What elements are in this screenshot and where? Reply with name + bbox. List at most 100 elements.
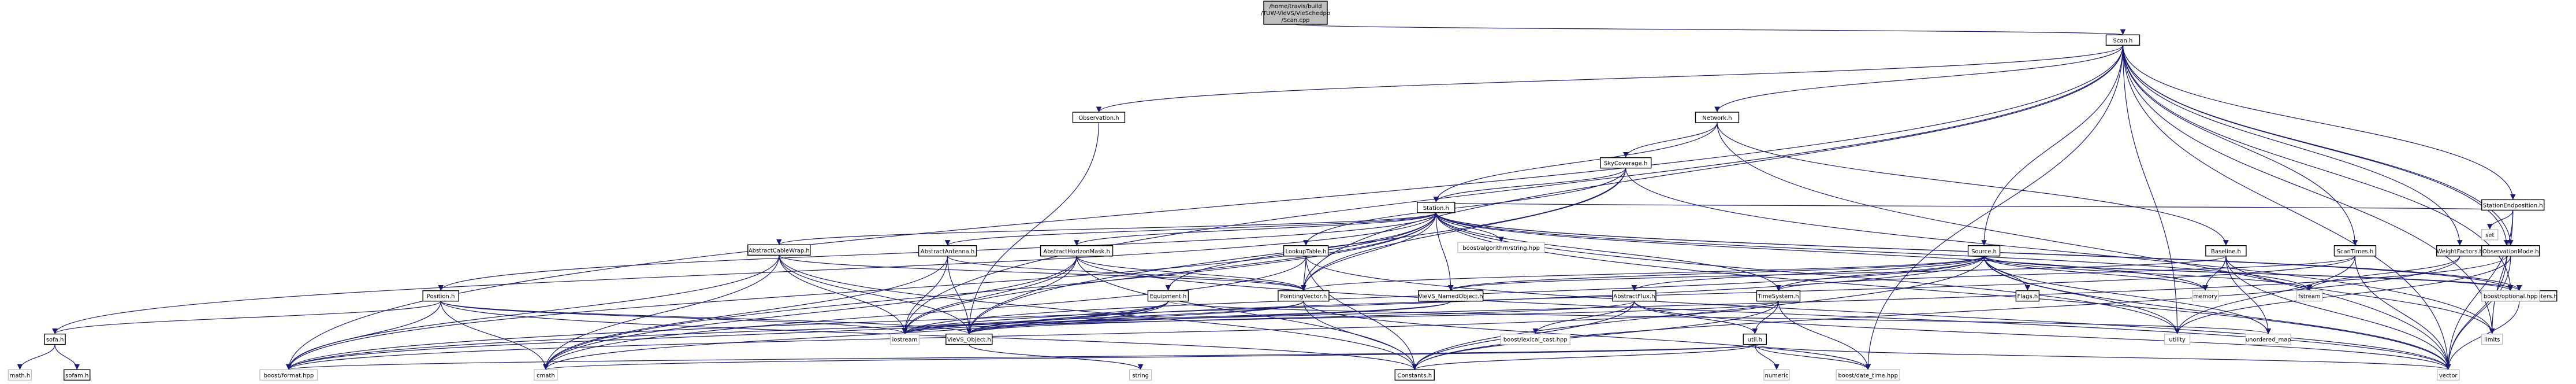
node-box <box>1129 369 1152 381</box>
node-observationmode_h[interactable]: ObservationMode.h <box>2481 245 2540 257</box>
edge-source_h-to-utility <box>1983 256 2180 334</box>
node-abstractflux_h[interactable]: AbstractFlux.h <box>1612 290 1656 302</box>
node-box <box>2333 245 2377 257</box>
node-lookuptable_h[interactable]: LookupTable.h <box>1283 245 1329 257</box>
node-abstractantenna_h[interactable]: AbstractAntenna.h <box>918 245 977 257</box>
node-station_h[interactable]: Station.h <box>1417 202 1455 213</box>
node-label: Source.h <box>1971 249 1997 255</box>
node-box <box>64 369 91 381</box>
edge-source_h-to-abstractflux_h <box>1631 256 1985 291</box>
node-box <box>259 369 318 381</box>
node-baseline_h[interactable]: Baseline.h <box>2205 245 2247 257</box>
edge-util_h-to-cmath <box>544 344 1755 370</box>
node-box <box>1040 245 1114 257</box>
edge-scan_h-to-pointingvector_h <box>1301 45 2124 291</box>
node-boost_algo: boost/algorithm/string.hpp <box>1457 242 1545 253</box>
edge-station_h-to-iostream <box>902 212 1436 334</box>
edge-timesystem_h-to-boost_date_time <box>1778 301 1871 370</box>
node-constants_h[interactable]: Constants.h <box>1394 369 1435 381</box>
node-label: LookupTable.h <box>1285 249 1326 255</box>
node-vievs_namedobject_h[interactable]: VieVS_NamedObject.h <box>1418 290 1484 302</box>
edge-timesystem_h-to-boost_format <box>286 301 1779 370</box>
edge-station_h-to-pointingvector_h <box>1301 212 1436 291</box>
node-box <box>2015 290 2040 302</box>
edge-skycoverage_h-to-limits <box>1625 168 2495 334</box>
node-pointingvector_h[interactable]: PointingVector.h <box>1278 290 1330 302</box>
node-label: Constants.h <box>1397 372 1432 379</box>
edge-abstracthorizonmask_h-to-pointingvector_h <box>1076 256 1306 291</box>
node-label: StationEndposition.h <box>2483 202 2543 209</box>
node-box <box>945 333 993 345</box>
node-label: Baseline.h <box>2211 249 2241 255</box>
node-box <box>1417 202 1455 213</box>
node-vievs_object_h[interactable]: VieVS_Object.h <box>945 333 993 345</box>
node-abstractcablewrap_h[interactable]: AbstractCableWrap.h <box>747 244 811 256</box>
node-skycoverage_h[interactable]: SkyCoverage.h <box>1600 157 1652 169</box>
edge-lookuptable_h-to-vector <box>1305 256 2451 370</box>
node-boost_date_time: boost/date_time.hpp <box>1836 369 1900 381</box>
node-util_h[interactable]: util.h <box>1743 333 1767 345</box>
edge-scan_h-to-stationendposition_h <box>2122 45 2516 200</box>
edge-abstracthorizonmask_h-to-vector <box>1076 256 2451 370</box>
node-math_h: math.h <box>8 369 32 381</box>
edge-vievs_namedobject_h-to-vievs_object_h <box>966 301 1451 335</box>
node-string: string <box>1129 369 1152 381</box>
node-cmath: cmath <box>534 369 558 381</box>
node-box <box>1967 245 2001 257</box>
edge-sofa_h-to-sofam_h <box>54 344 80 370</box>
node-position_h[interactable]: Position.h <box>422 290 459 302</box>
node-scan_h[interactable]: Scan.h <box>2105 34 2141 46</box>
edge-util_h-to-constants_h <box>1412 344 1755 370</box>
edge-position_h-to-boost_format <box>286 301 441 370</box>
node-box <box>2481 229 2499 241</box>
edge-equipment_h-to-cmath <box>543 301 1169 370</box>
node-label: Flags.h <box>2017 294 2038 300</box>
edge-abstractantenna_h-to-vievs_object_h <box>947 256 972 334</box>
node-box <box>2105 34 2141 46</box>
edge-station_h-to-abstractcablewrap_h <box>776 212 1436 245</box>
node-observation_h[interactable]: Observation.h <box>1072 112 1126 123</box>
edge-baseline_h-to-unordered_map <box>2225 256 2272 334</box>
edge-scantimes_h-to-vector <box>2354 256 2451 370</box>
node-sofam_h[interactable]: sofam.h <box>64 369 91 381</box>
edge-abstractflux_h-to-util_h <box>1633 301 1758 334</box>
node-box <box>2245 333 2291 345</box>
node-root[interactable]: /home/travis/build/TUW-VieVS/VieSchedpp/… <box>1261 1 1330 25</box>
edge-root-to-scan_h <box>1295 24 2125 35</box>
edge-pointingvector_h-to-constants_h <box>1303 301 1418 370</box>
node-scantimes_h[interactable]: ScanTimes.h <box>2333 245 2377 257</box>
node-label: Scan.h <box>2113 38 2133 44</box>
node-abstracthorizonmask_h[interactable]: AbstractHorizonMask.h <box>1040 245 1114 257</box>
node-box <box>422 290 459 302</box>
node-sofa_h[interactable]: sofa.h <box>44 333 66 345</box>
node-label: math.h <box>10 372 31 379</box>
node-stationendposition_h[interactable]: StationEndposition.h <box>2481 199 2545 211</box>
edge-source_h-to-boost_format <box>286 256 1985 370</box>
edge-skycoverage_h-to-station_h <box>1433 168 1626 203</box>
node-timesystem_h[interactable]: TimeSystem.h <box>1756 290 1801 302</box>
node-box <box>1147 290 1189 302</box>
node-memory: memory <box>2192 290 2219 302</box>
node-set: set <box>2481 229 2499 241</box>
node-label: Station.h <box>1423 205 1449 212</box>
node-label: sofa.h <box>46 337 64 344</box>
node-equipment_h[interactable]: Equipment.h <box>1147 290 1189 302</box>
node-flags_h[interactable]: Flags.h <box>2015 290 2040 302</box>
edge-baseline_h-to-memory <box>2202 256 2227 291</box>
edge-scantimes_h-to-timesystem_h <box>1775 256 2356 291</box>
edge-calibratorblock_h-to-vector <box>2445 256 2507 370</box>
edge-station_h-to-boost_format <box>286 212 1436 370</box>
node-label: unordered_map <box>2246 337 2291 344</box>
node-box <box>1263 1 1328 25</box>
node-source_h[interactable]: Source.h <box>1967 245 2001 257</box>
node-boost_optional: boost/optional.hpp <box>2481 290 2540 302</box>
edge-baseline_h-to-vievs_namedobject_h <box>1448 256 2227 291</box>
edge-abstractflux_h-to-boost_lexical_cast <box>1532 301 1635 334</box>
node-network_h[interactable]: Network.h <box>1695 112 1740 123</box>
node-box <box>747 244 811 256</box>
edge-pointingvector_h-to-iostream <box>902 301 1304 335</box>
node-box <box>1836 369 1900 381</box>
node-weightfactors_h[interactable]: WeightFactors.h <box>2436 245 2484 257</box>
edge-stationendposition_h-to-station_h <box>1435 202 2514 211</box>
edge-scantimes_h-to-utility <box>2174 256 2356 334</box>
